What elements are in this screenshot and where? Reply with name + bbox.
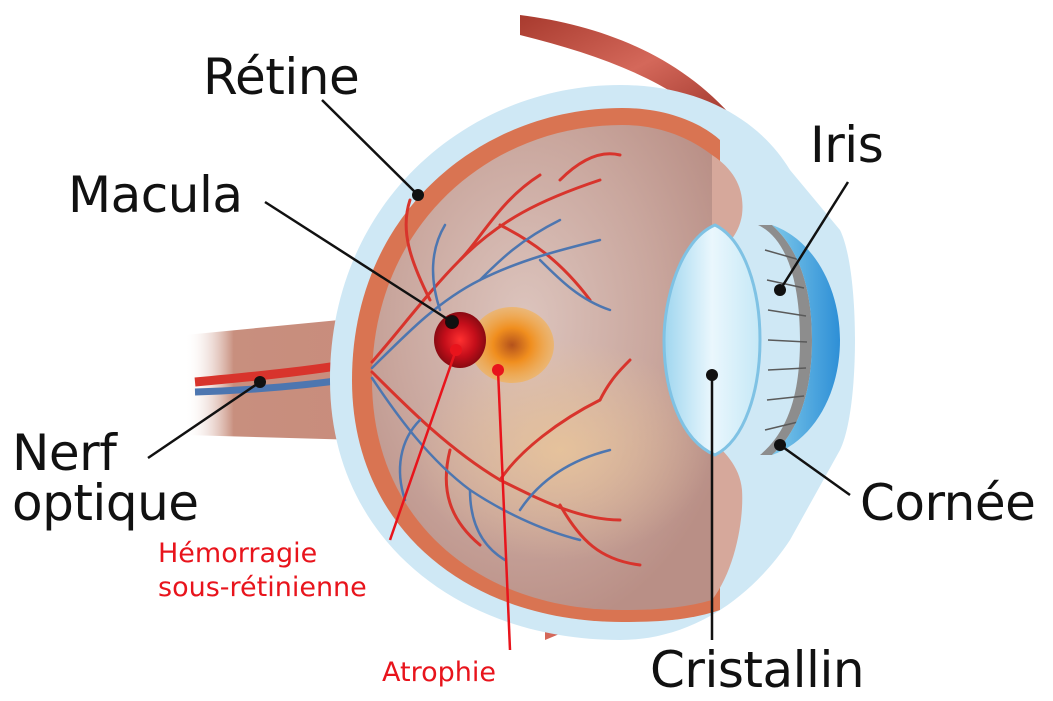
label-cristallin: Cristallin — [650, 645, 864, 695]
label-hemorragie-line2: sous-rétinienne — [158, 572, 367, 603]
label-iris: Iris — [810, 120, 883, 170]
label-nerf-optique-line2: optique — [12, 478, 199, 528]
label-macula: Macula — [68, 170, 243, 220]
label-atrophie: Atrophie — [382, 657, 496, 688]
label-hemorragie-line1: Hémorragie — [158, 538, 317, 569]
label-cornee: Cornée — [860, 478, 1035, 528]
label-retine: Rétine — [203, 52, 359, 102]
label-nerf-optique-line1: Nerf — [12, 428, 116, 478]
hemorrhage-area — [434, 312, 486, 368]
